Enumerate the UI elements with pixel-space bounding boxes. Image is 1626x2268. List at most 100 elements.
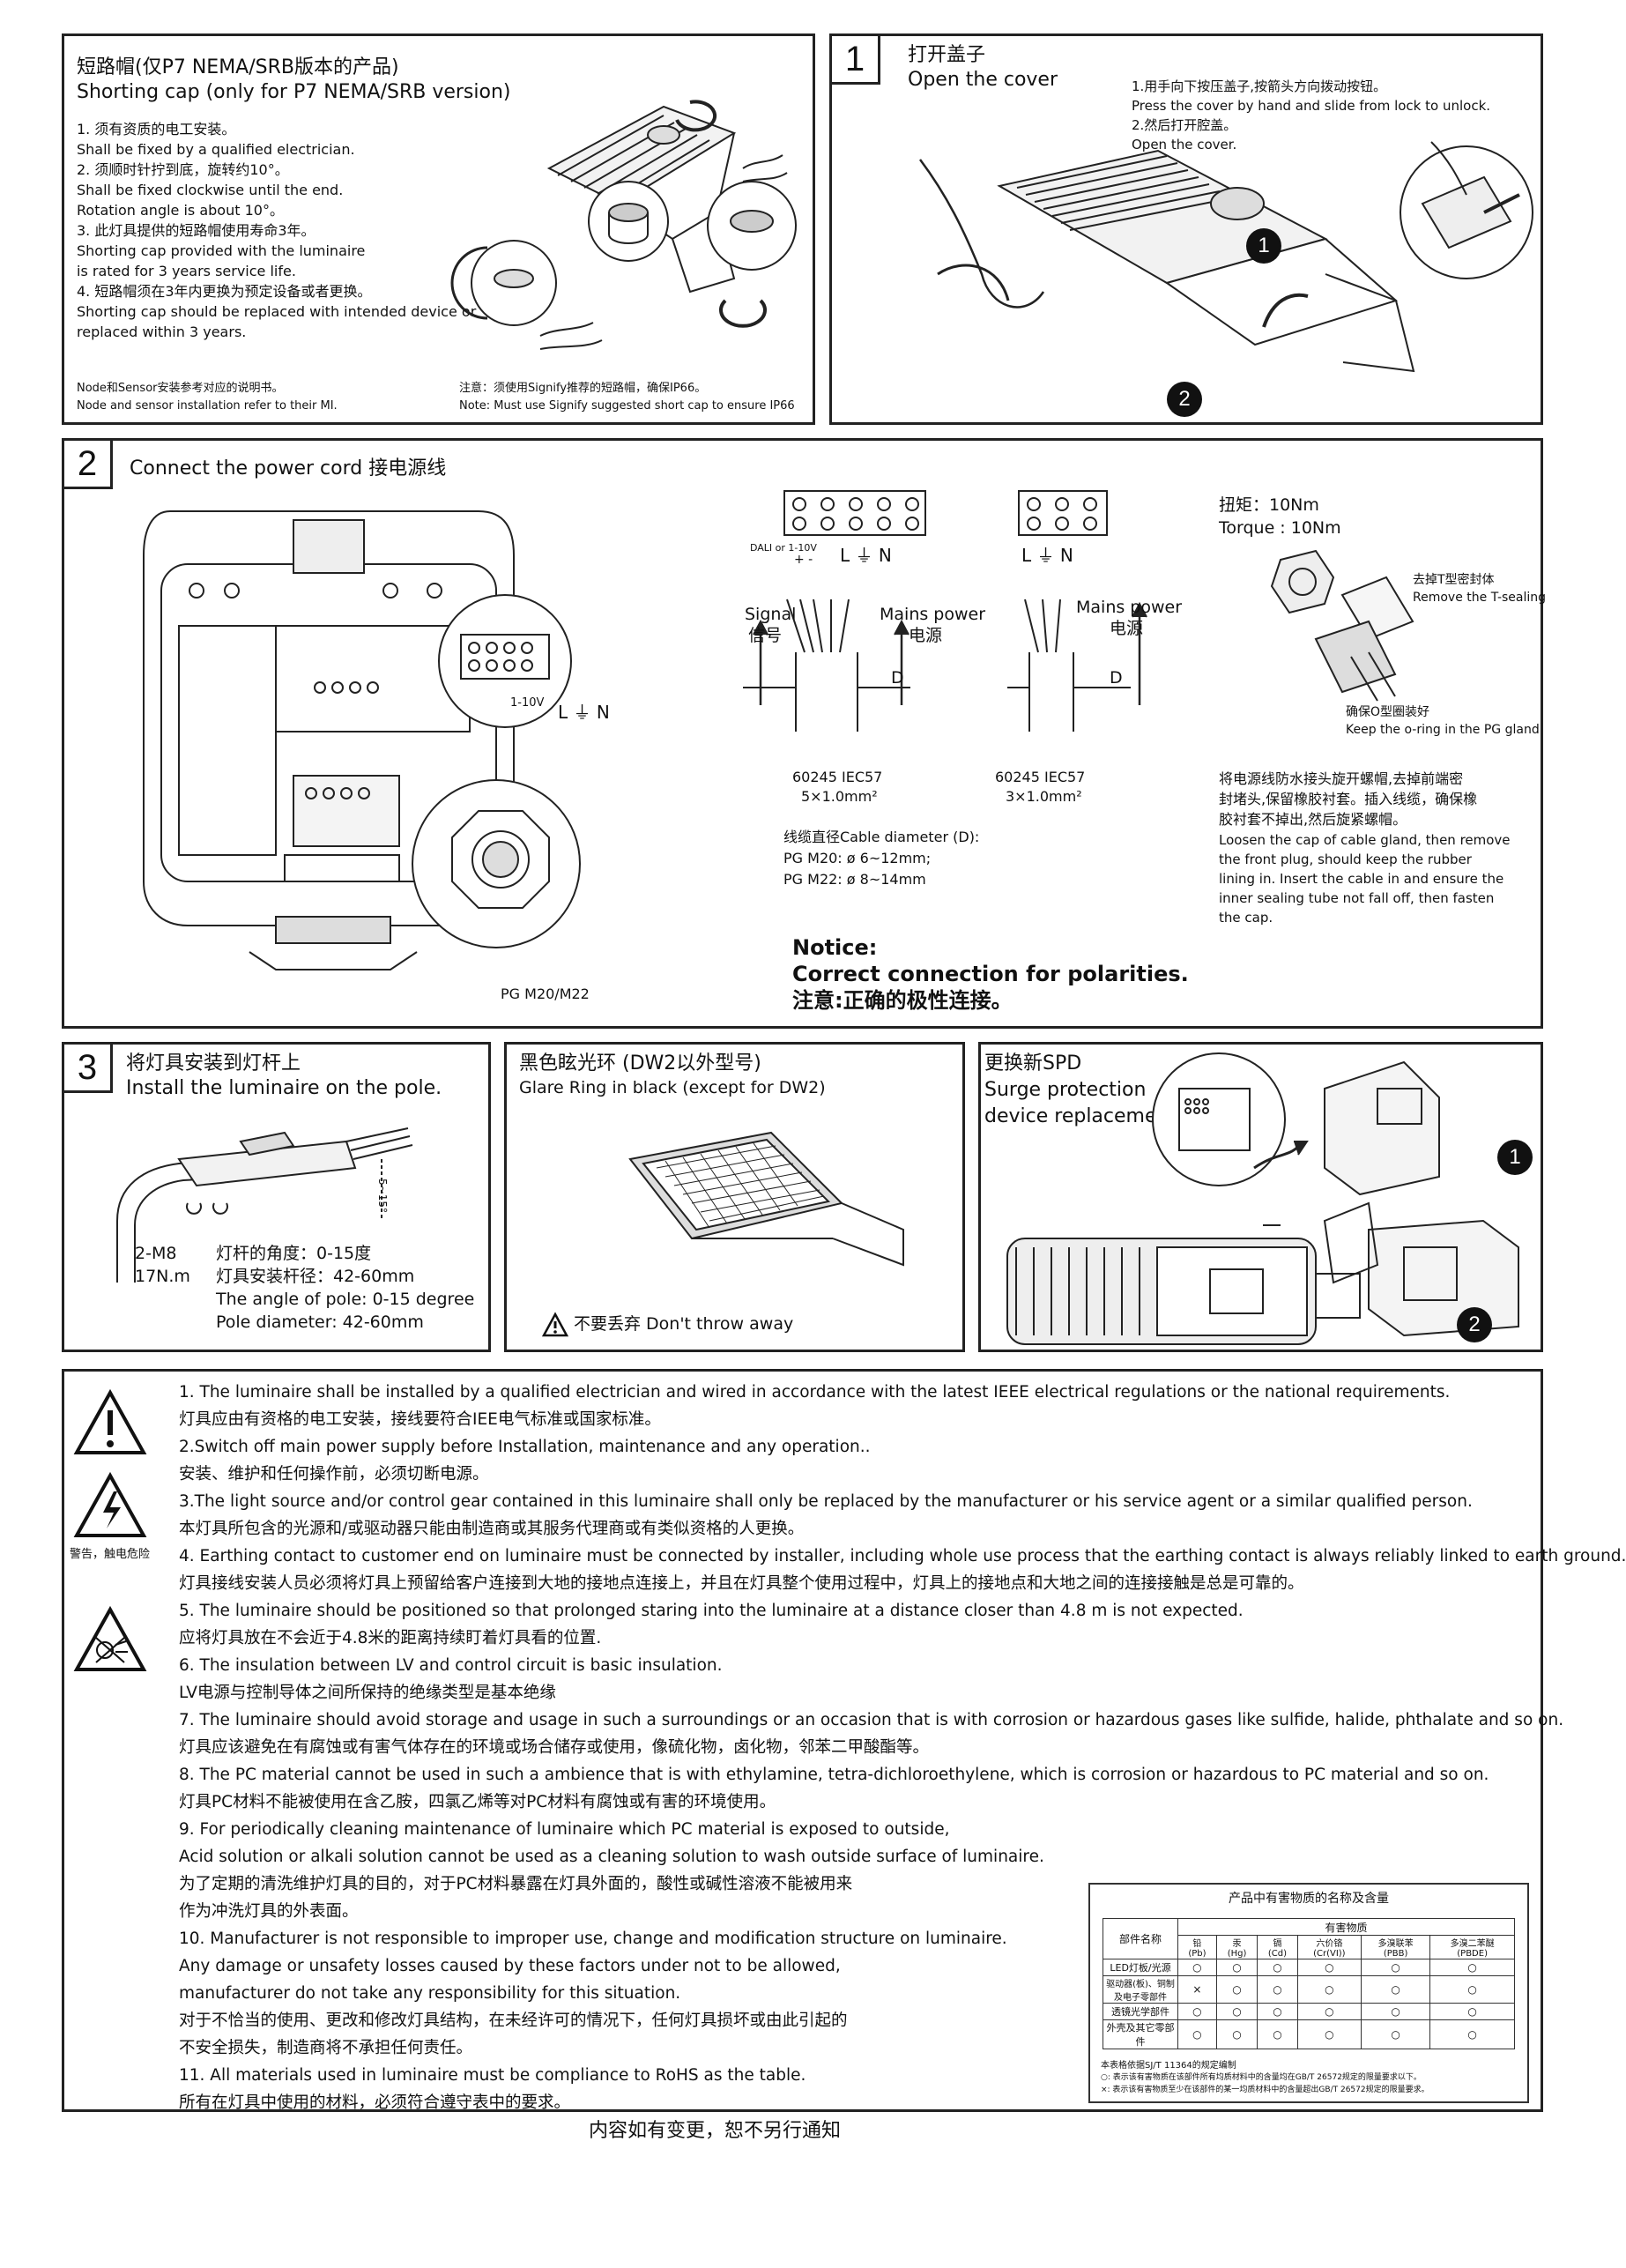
- terminal-lgn-label-2: L ⏚ N: [1021, 545, 1073, 566]
- dali-label: DALI or 1-10V: [750, 542, 817, 554]
- polarity-label: + -: [794, 553, 813, 567]
- ip66-note-en: Note: Must use Signify suggested short c…: [459, 399, 795, 413]
- power-cord-title: Connect the power cord 接电源线: [130, 457, 447, 480]
- terminal-block-3pin: [1018, 490, 1108, 536]
- pg-gland-label: PG M20/M22: [501, 985, 590, 1002]
- step-number: 1: [829, 33, 880, 85]
- screw-spec: 2-M8: [135, 1244, 177, 1263]
- spd-title-en-1: Surge protection: [984, 1079, 1147, 1101]
- shorting-cap-title-en: Shorting cap (only for P7 NEMA/SRB versi…: [77, 81, 511, 103]
- remove-tsealing-en: Remove the T-sealing: [1413, 591, 1547, 605]
- luminaire-wiring-drawing: [143, 510, 581, 970]
- glare-ring-panel: 黑色眩光环 (DW2以外型号) Glare Ring in black (exc…: [504, 1042, 965, 1352]
- open-cover-title-cn: 打开盖子: [908, 44, 986, 66]
- step-number: 2: [62, 438, 113, 489]
- gland-inst-en-3: lining in. Insert the cable in and ensur…: [1219, 871, 1504, 887]
- cable-spec-1b: 5×1.0mm²: [801, 788, 878, 805]
- table-row: LED灯板/光源 ○○○○○○: [1103, 1959, 1515, 1976]
- notice-polarity-en: Correct connection for polarities.: [792, 962, 1189, 986]
- angle-marker: 5~15°: [376, 1179, 389, 1213]
- cover-inst-en-1: Press the cover by hand and slide from l…: [1132, 98, 1491, 114]
- terminal-lgn-label-1: L ⏚ N: [840, 545, 892, 566]
- node-note-en: Node and sensor installation refer to th…: [77, 399, 338, 413]
- gland-inst-en-2: the front plug, should keep the rubber: [1219, 851, 1472, 867]
- screw-torque: 17N.m: [135, 1267, 190, 1286]
- rohs-footnote-2: ○: 表示该有害物质在该部件所有均质材料中的含量均在GB/T 26572规定的限…: [1101, 2073, 1422, 2082]
- cable-spec-1a: 60245 IEC57: [792, 769, 883, 785]
- pole-mount-drawing: [116, 1127, 413, 1283]
- zoom-lgn-label: L ⏚ N: [558, 702, 610, 723]
- no-stare-warning-icon: [73, 1605, 147, 1671]
- rohs-footnote-3: ×: 表示该有害物质至少在该部件的某一均质材料中的含量超出GB/T 26572规…: [1101, 2086, 1429, 2094]
- spd-title-cn: 更换新SPD: [984, 1052, 1082, 1075]
- mains-label-en-2: Mains power: [1076, 598, 1183, 617]
- step-badge-2: 2: [1167, 382, 1202, 417]
- node-note-cn: Node和Sensor安装参考对应的说明书。: [77, 382, 284, 395]
- ip66-note-cn: 注意：须使用Signify推荐的短路帽，确保IP66。: [459, 382, 707, 395]
- zoom-110v-label: 1-10V: [510, 696, 545, 710]
- pole-angle-en: The angle of pole: 0-15 degree: [216, 1290, 475, 1309]
- rohs-table-title: 产品中有害物质的名称及含量: [1229, 1892, 1389, 1906]
- rohs-table-frame: 产品中有害物质的名称及含量 部件名称 有害物质 铅 (Pb) 汞 (Hg) 镉 …: [1088, 1883, 1529, 2103]
- cable-diameter-m20: PG M20: ø 6~12mm;: [783, 850, 932, 866]
- shorting-cap-title-cn: 短路帽(仅P7 NEMA/SRB版本的产品): [77, 56, 399, 78]
- notice-heading: Notice:: [792, 935, 878, 960]
- shorting-cap-illustration: [450, 100, 797, 350]
- rohs-substance-header: 有害物质: [1177, 1918, 1515, 1936]
- remove-tsealing-cn: 去掉T型密封体: [1413, 573, 1495, 587]
- electric-shock-label: 警告，触电危险: [70, 1548, 151, 1561]
- step-badge-1: 1: [1246, 228, 1281, 264]
- cable-diameter-title: 线缆直径Cable diameter (D):: [783, 829, 980, 845]
- oring-en: Keep the o-ring in the PG gland: [1346, 723, 1540, 737]
- diameter-d-2: D: [1110, 668, 1123, 688]
- mains-label-en-1: Mains power: [880, 605, 986, 624]
- pole-angle-cn: 灯杆的角度：0-15度: [216, 1244, 372, 1263]
- terminal-block-5pin: [783, 490, 926, 536]
- open-cover-panel: 1 打开盖子 Open the cover 1.用手向下按压盖子,按箭头方向拨动…: [829, 33, 1543, 425]
- step-number: 3: [62, 1042, 113, 1093]
- rohs-column-headers: 铅 (Pb) 汞 (Hg) 镉 (Cd) 六价铬 (Cr(VI)) 多溴联苯 (…: [1103, 1935, 1515, 1959]
- gland-inst-en-5: the cap.: [1219, 910, 1273, 926]
- gland-inst-cn-1: 将电源线防水接头旋开螺帽,去掉前端密: [1219, 770, 1464, 787]
- gland-inst-cn-3: 胶衬套不掉出,然后旋紧螺帽。: [1219, 811, 1407, 828]
- table-row: 驱动器(板)、铜制及电子零部件 ×○○○○○: [1103, 1975, 1515, 2004]
- rohs-part-header: 部件名称: [1103, 1918, 1178, 1959]
- shorting-cap-panel: 短路帽(仅P7 NEMA/SRB版本的产品) Shorting cap (onl…: [62, 33, 815, 425]
- open-cover-title-en: Open the cover: [908, 69, 1058, 91]
- pole-diameter-cn: 灯具安装杆径：42-60mm: [216, 1267, 415, 1286]
- warning-triangle-icon: [541, 1312, 569, 1337]
- install-pole-panel: 3 将灯具安装到灯杆上 Install the luminaire on the…: [62, 1042, 491, 1352]
- glare-ring-title-en: Glare Ring in black (except for DW2): [519, 1078, 826, 1097]
- spd-step-badge-2: 2: [1457, 1307, 1492, 1342]
- cable-diameter-m22: PG M22: ø 8~14mm: [783, 871, 926, 888]
- rohs-footnote-1: 本表格依据SJ/T 11364的规定编制: [1101, 2061, 1236, 2071]
- safety-notes-panel: 警告，触电危险 1. The luminaire shall be instal…: [62, 1369, 1626, 2112]
- oring-cn: 确保O型圈装好: [1346, 705, 1430, 719]
- cable-diagram: [743, 599, 1147, 732]
- gland-inst-en-4: inner sealing tube not fall off, then fa…: [1219, 890, 1495, 906]
- cable-gland-drawing: [1270, 549, 1414, 702]
- spd-step-badge-1: 1: [1497, 1140, 1533, 1175]
- torque-en: Torque : 10Nm: [1219, 518, 1341, 538]
- glare-ring-drawing: [628, 1131, 904, 1267]
- gland-inst-cn-2: 封堵头,保留橡胶衬套。插入线缆，确保橡: [1219, 791, 1478, 807]
- signal-label-en: Signal: [745, 605, 797, 624]
- spd-title-en-2: device replacement: [984, 1105, 1177, 1127]
- cover-inst-cn-2: 2.然后打开腔盖。: [1132, 117, 1237, 133]
- spd-panel: 更换新SPD Surge protection device replaceme…: [978, 1042, 1543, 1352]
- electric-shock-warning-icon: [73, 1471, 147, 1537]
- footer-disclaimer: 内容如有变更，恕不另行通知: [589, 2120, 842, 2142]
- install-pole-title-cn: 将灯具安装到灯杆上: [126, 1052, 301, 1075]
- diameter-d-1: D: [891, 668, 904, 688]
- notice-polarity-cn: 注意:正确的极性连接。: [792, 988, 1013, 1013]
- mains-label-cn-2: 电源: [1110, 619, 1144, 638]
- table-row: 外壳及其它零部件 ○○○○○○: [1103, 2019, 1515, 2049]
- cover-inst-en-2: Open the cover.: [1132, 137, 1237, 152]
- general-warning-icon: [73, 1388, 147, 1454]
- cover-inst-cn-1: 1.用手向下按压盖子,按箭头方向拨动按钮。: [1132, 78, 1387, 94]
- open-cover-illustration: [918, 141, 1533, 373]
- signal-label-cn: 信号: [748, 626, 783, 645]
- gland-inst-en-1: Loosen the cap of cable gland, then remo…: [1219, 832, 1511, 848]
- install-pole-title-en: Install the luminaire on the pole.: [126, 1077, 442, 1099]
- power-cord-panel: 2 Connect the power cord 接电源线 1-10V: [62, 438, 1547, 1029]
